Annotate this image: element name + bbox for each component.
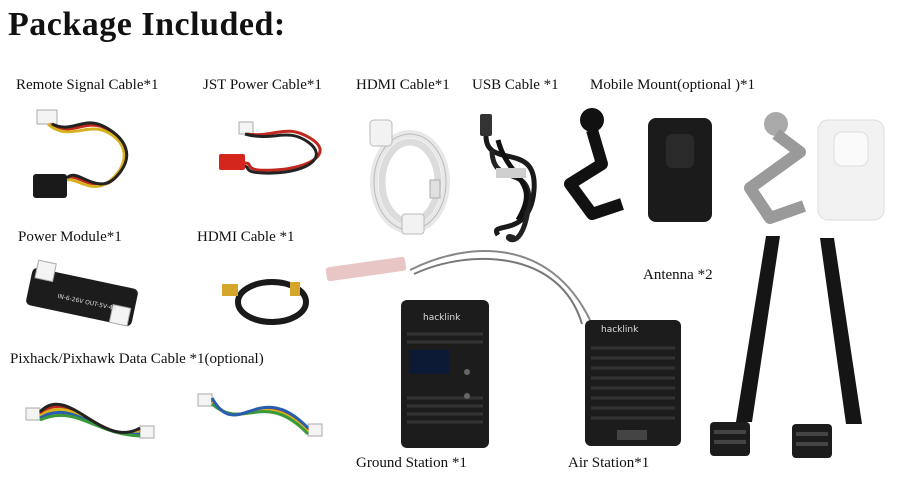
- air-station-image: hacklink: [585, 320, 681, 446]
- label-ground-station: Ground Station *1: [356, 455, 467, 471]
- label-mobile-mount: Mobile Mount(optional )*1: [590, 77, 755, 93]
- antenna-image-1: [710, 236, 780, 456]
- label-data-cable: Pixhack/Pixhawk Data Cable *1(optional): [10, 351, 264, 367]
- page-title: Package Included:: [8, 6, 286, 43]
- air-station-brand: hacklink: [601, 325, 639, 335]
- mobile-mount-black-image: [564, 108, 712, 222]
- label-usb-cable: USB Cable *1: [472, 77, 559, 93]
- data-cable-image-1: [25, 402, 155, 439]
- label-remote-signal-cable: Remote Signal Cable*1: [16, 77, 159, 93]
- label-antenna: Antenna *2: [643, 267, 713, 283]
- label-hdmi-cable: HDMI Cable*1: [356, 77, 450, 93]
- hdmi-cable-image: [369, 119, 450, 235]
- antenna-image-2: [792, 238, 862, 458]
- antenna-wires: [325, 250, 591, 325]
- mobile-mount-white-image: [744, 112, 885, 224]
- ground-station-image: hacklink: [401, 300, 489, 448]
- power-module-image: IN-6-26V OUT-5V-4A: [26, 259, 138, 327]
- label-jst-power-cable: JST Power Cable*1: [203, 77, 322, 93]
- usb-cable-image: [480, 114, 537, 243]
- label-air-station: Air Station*1: [568, 455, 650, 471]
- ground-station-brand: hacklink: [423, 313, 461, 323]
- hdmi-cable-2-image: [222, 279, 309, 325]
- data-cable-image-2: [197, 393, 323, 437]
- remote-signal-cable-image: [33, 109, 129, 198]
- jst-power-cable-image: [219, 121, 322, 175]
- label-hdmi-cable-2: HDMI Cable *1: [197, 229, 295, 245]
- label-power-module: Power Module*1: [18, 229, 122, 245]
